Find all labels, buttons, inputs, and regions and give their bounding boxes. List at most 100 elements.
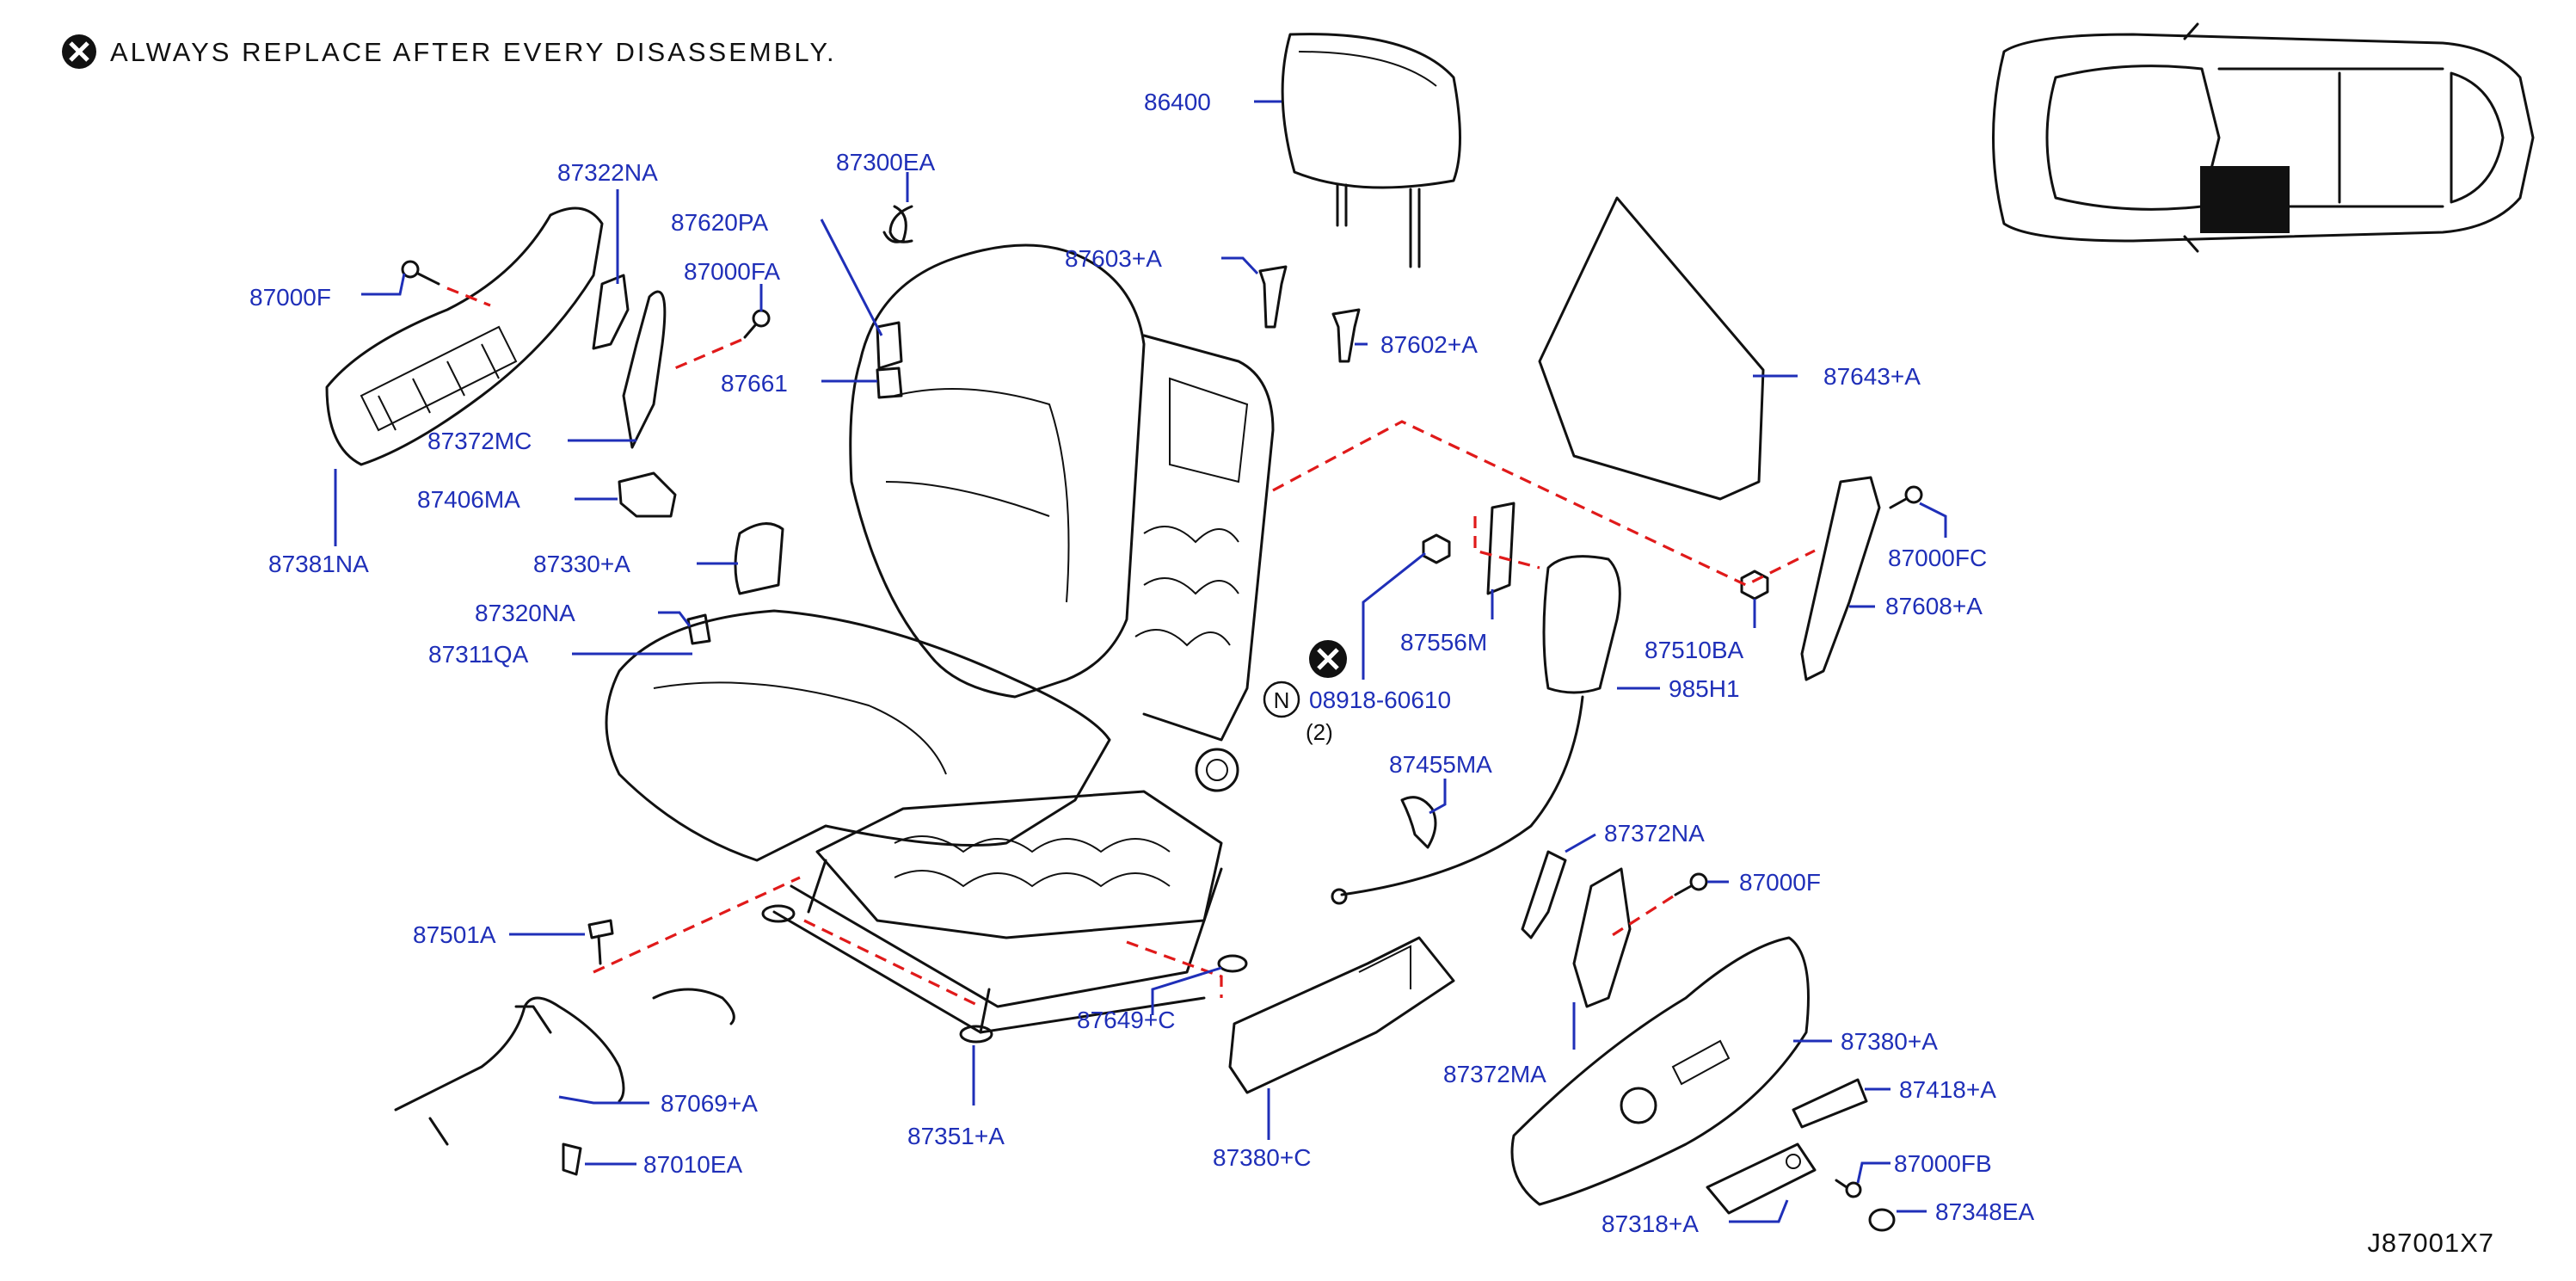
label-87510ba[interactable]: 87510BA	[1645, 637, 1744, 663]
label-87455ma[interactable]: 87455MA	[1389, 751, 1492, 778]
cover-87380c	[1228, 936, 1455, 1094]
nut-prefix-n: N	[1274, 687, 1290, 713]
label-87380c[interactable]: 87380+C	[1213, 1144, 1311, 1171]
bracket-87322na	[592, 274, 630, 350]
label-87501a[interactable]: 87501A	[413, 921, 496, 948]
bracket-87372na	[1521, 850, 1567, 939]
ring-87300ea	[888, 205, 913, 243]
leader-87603a	[1221, 256, 1259, 275]
bracket-87556m	[1486, 502, 1515, 595]
headrest	[1281, 33, 1461, 268]
dash-87000f-left	[446, 286, 491, 307]
dash-rail	[803, 919, 981, 1008]
washer-87649c	[1217, 954, 1248, 973]
label-87348ea[interactable]: 87348EA	[1935, 1198, 2035, 1225]
bolt-87000fc	[1889, 485, 1923, 509]
label-87010ea[interactable]: 87010EA	[643, 1151, 743, 1178]
leader-87069a	[558, 1095, 649, 1105]
bolt-87000fa	[743, 309, 771, 339]
label-87000f-left[interactable]: 87000F	[249, 284, 331, 311]
dash-87000f-right	[1608, 895, 1674, 939]
cover-87380a	[1510, 936, 1810, 1206]
label-87620pa[interactable]: 87620PA	[671, 209, 768, 236]
clip-87010ea	[562, 1142, 582, 1176]
label-87661[interactable]: 87661	[721, 370, 788, 397]
label-87418a[interactable]: 87418+A	[1899, 1076, 1996, 1103]
label-87000fc[interactable]: 87000FC	[1888, 545, 1987, 571]
leader-87649c	[1151, 966, 1222, 1015]
label-87602a[interactable]: 87602+A	[1380, 331, 1478, 358]
label-87351a[interactable]: 87351+A	[907, 1123, 1005, 1149]
leader-87000fc	[1919, 502, 1947, 538]
notice-text: ALWAYS REPLACE AFTER EVERY DISASSEMBLY.	[110, 37, 837, 67]
label-87311qa[interactable]: 87311QA	[428, 641, 529, 668]
label-87649c[interactable]: 87649+C	[1077, 1007, 1175, 1033]
label-87556m[interactable]: 87556M	[1400, 629, 1487, 656]
label-87330a[interactable]: 87330+A	[533, 551, 630, 577]
x-replace-icon	[1309, 640, 1347, 678]
label-985h1[interactable]: 985H1	[1669, 675, 1740, 702]
back-board	[1538, 196, 1765, 501]
leader-87318a	[1729, 1199, 1789, 1223]
trim-87381na	[325, 206, 604, 466]
leader-87372na	[1565, 833, 1596, 853]
label-08918-60610[interactable]: 08918-60610	[1309, 687, 1451, 713]
label-87380a[interactable]: 87380+A	[1841, 1028, 1938, 1055]
clip-87320na	[686, 613, 711, 645]
knob-87418a	[1792, 1078, 1868, 1129]
bolt-87501a	[587, 919, 614, 965]
dash-lumbar	[1473, 516, 1540, 570]
label-87372mc[interactable]: 87372MC	[427, 428, 532, 454]
cap-87348ea	[1868, 1208, 1896, 1232]
leader-87320na	[658, 611, 692, 627]
label-87372na[interactable]: 87372NA	[1604, 820, 1705, 847]
dash-87000fa	[670, 338, 742, 372]
leader-87000fb	[1856, 1161, 1891, 1184]
label-87000f-right[interactable]: 87000F	[1739, 869, 1821, 896]
label-87300ea[interactable]: 87300EA	[836, 149, 936, 176]
label-87069a[interactable]: 87069+A	[661, 1090, 758, 1117]
bolt-87000f-left	[401, 260, 440, 286]
dash-87501a	[593, 876, 801, 974]
label-87318a[interactable]: 87318+A	[1602, 1210, 1699, 1237]
label-87381na[interactable]: 87381NA	[268, 551, 369, 577]
seat-assembly	[605, 205, 1275, 1044]
label-87406ma[interactable]: 87406MA	[417, 486, 520, 513]
vehicle-locator-icon	[1992, 22, 2535, 253]
label-87608a[interactable]: 87608+A	[1885, 593, 1983, 619]
leader-87000f-left	[361, 273, 406, 296]
leader-87455ma	[1429, 779, 1447, 815]
nut-quantity: (2)	[1306, 719, 1333, 745]
dash-87649c	[1126, 940, 1223, 998]
label-87000fb[interactable]: 87000FB	[1894, 1150, 1992, 1177]
diagram-code: J87001X7	[2367, 1228, 2494, 1258]
leader-08918	[1362, 551, 1426, 680]
label-87000fa[interactable]: 87000FA	[684, 258, 780, 285]
notice-x-icon	[62, 34, 96, 69]
clip-87455ma	[1400, 796, 1437, 849]
lumbar-support	[1331, 555, 1621, 905]
n-circle-icon: N	[1263, 681, 1300, 718]
bracket-87372mc	[622, 290, 667, 449]
bolt-87000fb	[1835, 1179, 1862, 1198]
label-87372ma[interactable]: 87372MA	[1443, 1061, 1546, 1087]
cover-87330a	[734, 522, 784, 595]
bolt-87000f-right	[1674, 872, 1708, 896]
label-87603a[interactable]: 87603+A	[1065, 245, 1162, 272]
clip-87602a	[1331, 308, 1361, 363]
label-87643a[interactable]: 87643+A	[1823, 363, 1921, 390]
label-86400[interactable]: 86400	[1144, 89, 1211, 115]
bracket-87372ma	[1572, 867, 1632, 1008]
cover-87608a	[1800, 476, 1881, 681]
clip-87406ma	[618, 471, 677, 518]
nut-08918-right	[1740, 570, 1769, 600]
label-87322na[interactable]: 87322NA	[557, 159, 658, 186]
leader-87620pa	[820, 219, 883, 336]
dash-board-to-frame	[1272, 420, 1816, 587]
label-87320na[interactable]: 87320NA	[475, 600, 575, 626]
nut-08918-left	[1422, 533, 1451, 564]
clip-87603a	[1258, 265, 1288, 329]
lever-87318a	[1706, 1142, 1817, 1215]
